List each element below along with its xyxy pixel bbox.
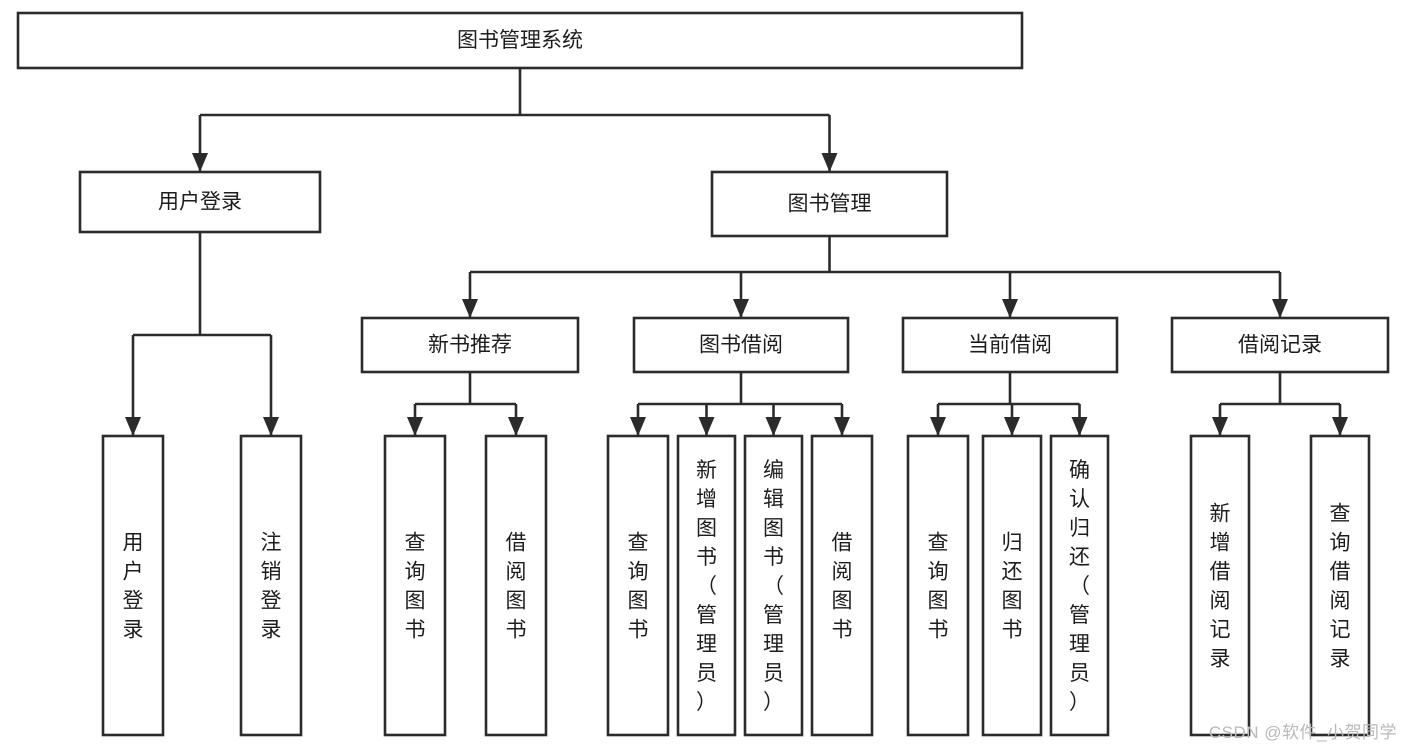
node-leaf-borrow-book-bor[interactable]: 借阅图书 [810,434,874,737]
node-box [606,434,670,737]
node-leaf-return-book[interactable]: 归还图书 [981,434,1043,737]
node-label: 查询图书 [628,532,649,642]
arrow-head-icon-leaf-user-logout [263,417,279,436]
arrow-head-icon-book-manage [821,153,838,172]
node-label: 查询图书 [405,532,426,642]
arrow-head-icon-current-borrow [1002,299,1018,318]
arrow-head-icon-user-login [192,153,208,172]
node-box [710,170,949,238]
node-borrow-record[interactable]: 借阅记录 [1170,316,1390,374]
node-label: 借阅记录 [1238,334,1322,357]
node-book-borrow[interactable]: 图书借阅 [632,316,850,374]
arrow-head-icon-borrow-record [1272,299,1288,318]
arrow-head-icon-book-borrow [733,299,749,318]
node-label: 图书管理 [788,193,872,216]
arrow-head-icon-leaf-edit-book [765,417,782,436]
arrow-head-icon-new-book-rec [462,299,478,318]
node-label: 图书管理系统 [457,29,583,52]
node-box [239,434,303,737]
node-new-book-rec[interactable]: 新书推荐 [360,316,580,374]
node-label: 编辑图书（管理员） [763,459,784,714]
node-label: 借阅图书 [506,532,527,642]
connector-layer [125,68,1348,436]
node-box [1049,434,1110,737]
node-box [981,434,1043,737]
node-box [360,316,580,374]
node-current-borrow[interactable]: 当前借阅 [901,316,1119,374]
node-label: 新增借阅记录 [1210,503,1231,671]
node-box [743,434,804,737]
node-label: 查询借阅记录 [1330,503,1351,671]
node-label: 确认归还（管理员） [1069,459,1090,714]
arrow-head-icon-leaf-confirm-return [1071,417,1088,436]
node-label: 新书推荐 [428,334,512,357]
arrow-head-icon-leaf-user-login [125,417,141,436]
node-box [78,170,322,234]
node-leaf-add-book[interactable]: 新增图书（管理员） [676,434,737,737]
node-layer: 图书管理系统用户登录图书管理新书推荐图书借阅当前借阅借阅记录用户登录注销登录查询… [16,11,1390,737]
node-box [1189,434,1251,737]
node-leaf-confirm-return[interactable]: 确认归还（管理员） [1049,434,1110,737]
arrow-head-icon-leaf-query-book-cur [930,417,946,436]
arrow-head-icon-leaf-query-book-rec [407,417,423,436]
node-box [632,316,850,374]
node-label: 注销登录 [261,532,282,642]
arrow-head-icon-leaf-query-book-bor [630,417,646,436]
node-box [484,434,548,737]
arrow-head-icon-leaf-add-record [1212,417,1228,436]
node-label: 用户登录 [123,532,144,642]
arrow-head-icon-leaf-borrow-book-bor [834,417,850,436]
node-box [16,11,1024,70]
node-user-login[interactable]: 用户登录 [78,170,322,234]
node-label: 查询图书 [928,532,949,642]
node-label: 图书借阅 [699,334,783,357]
node-book-manage[interactable]: 图书管理 [710,170,949,238]
node-leaf-add-record[interactable]: 新增借阅记录 [1189,434,1251,737]
node-box [1309,434,1371,737]
node-label: 当前借阅 [968,334,1052,357]
node-box [901,316,1119,374]
node-box [101,434,165,737]
node-label: 借阅图书 [832,532,853,642]
node-leaf-borrow-book-rec[interactable]: 借阅图书 [484,434,548,737]
node-leaf-edit-book[interactable]: 编辑图书（管理员） [743,434,804,737]
node-leaf-query-book-cur[interactable]: 查询图书 [906,434,970,737]
node-root-图书管理系统[interactable]: 图书管理系统 [16,11,1024,70]
node-box [1170,316,1390,374]
node-leaf-query-book-bor[interactable]: 查询图书 [606,434,670,737]
node-box [383,434,447,737]
node-label: 新增图书（管理员） [696,459,717,714]
node-label: 归还图书 [1002,532,1023,642]
node-box [676,434,737,737]
arrow-head-icon-leaf-query-record [1332,417,1348,436]
node-box [810,434,874,737]
node-label: 用户登录 [158,191,242,214]
node-leaf-user-logout[interactable]: 注销登录 [239,434,303,737]
node-leaf-query-book-rec[interactable]: 查询图书 [383,434,447,737]
node-box [906,434,970,737]
node-leaf-user-login[interactable]: 用户登录 [101,434,165,737]
arrow-head-icon-leaf-return-book [1004,417,1020,436]
arrow-head-icon-leaf-add-book [698,417,715,436]
arrow-head-icon-leaf-borrow-book-rec [508,417,524,436]
node-leaf-query-record[interactable]: 查询借阅记录 [1309,434,1371,737]
